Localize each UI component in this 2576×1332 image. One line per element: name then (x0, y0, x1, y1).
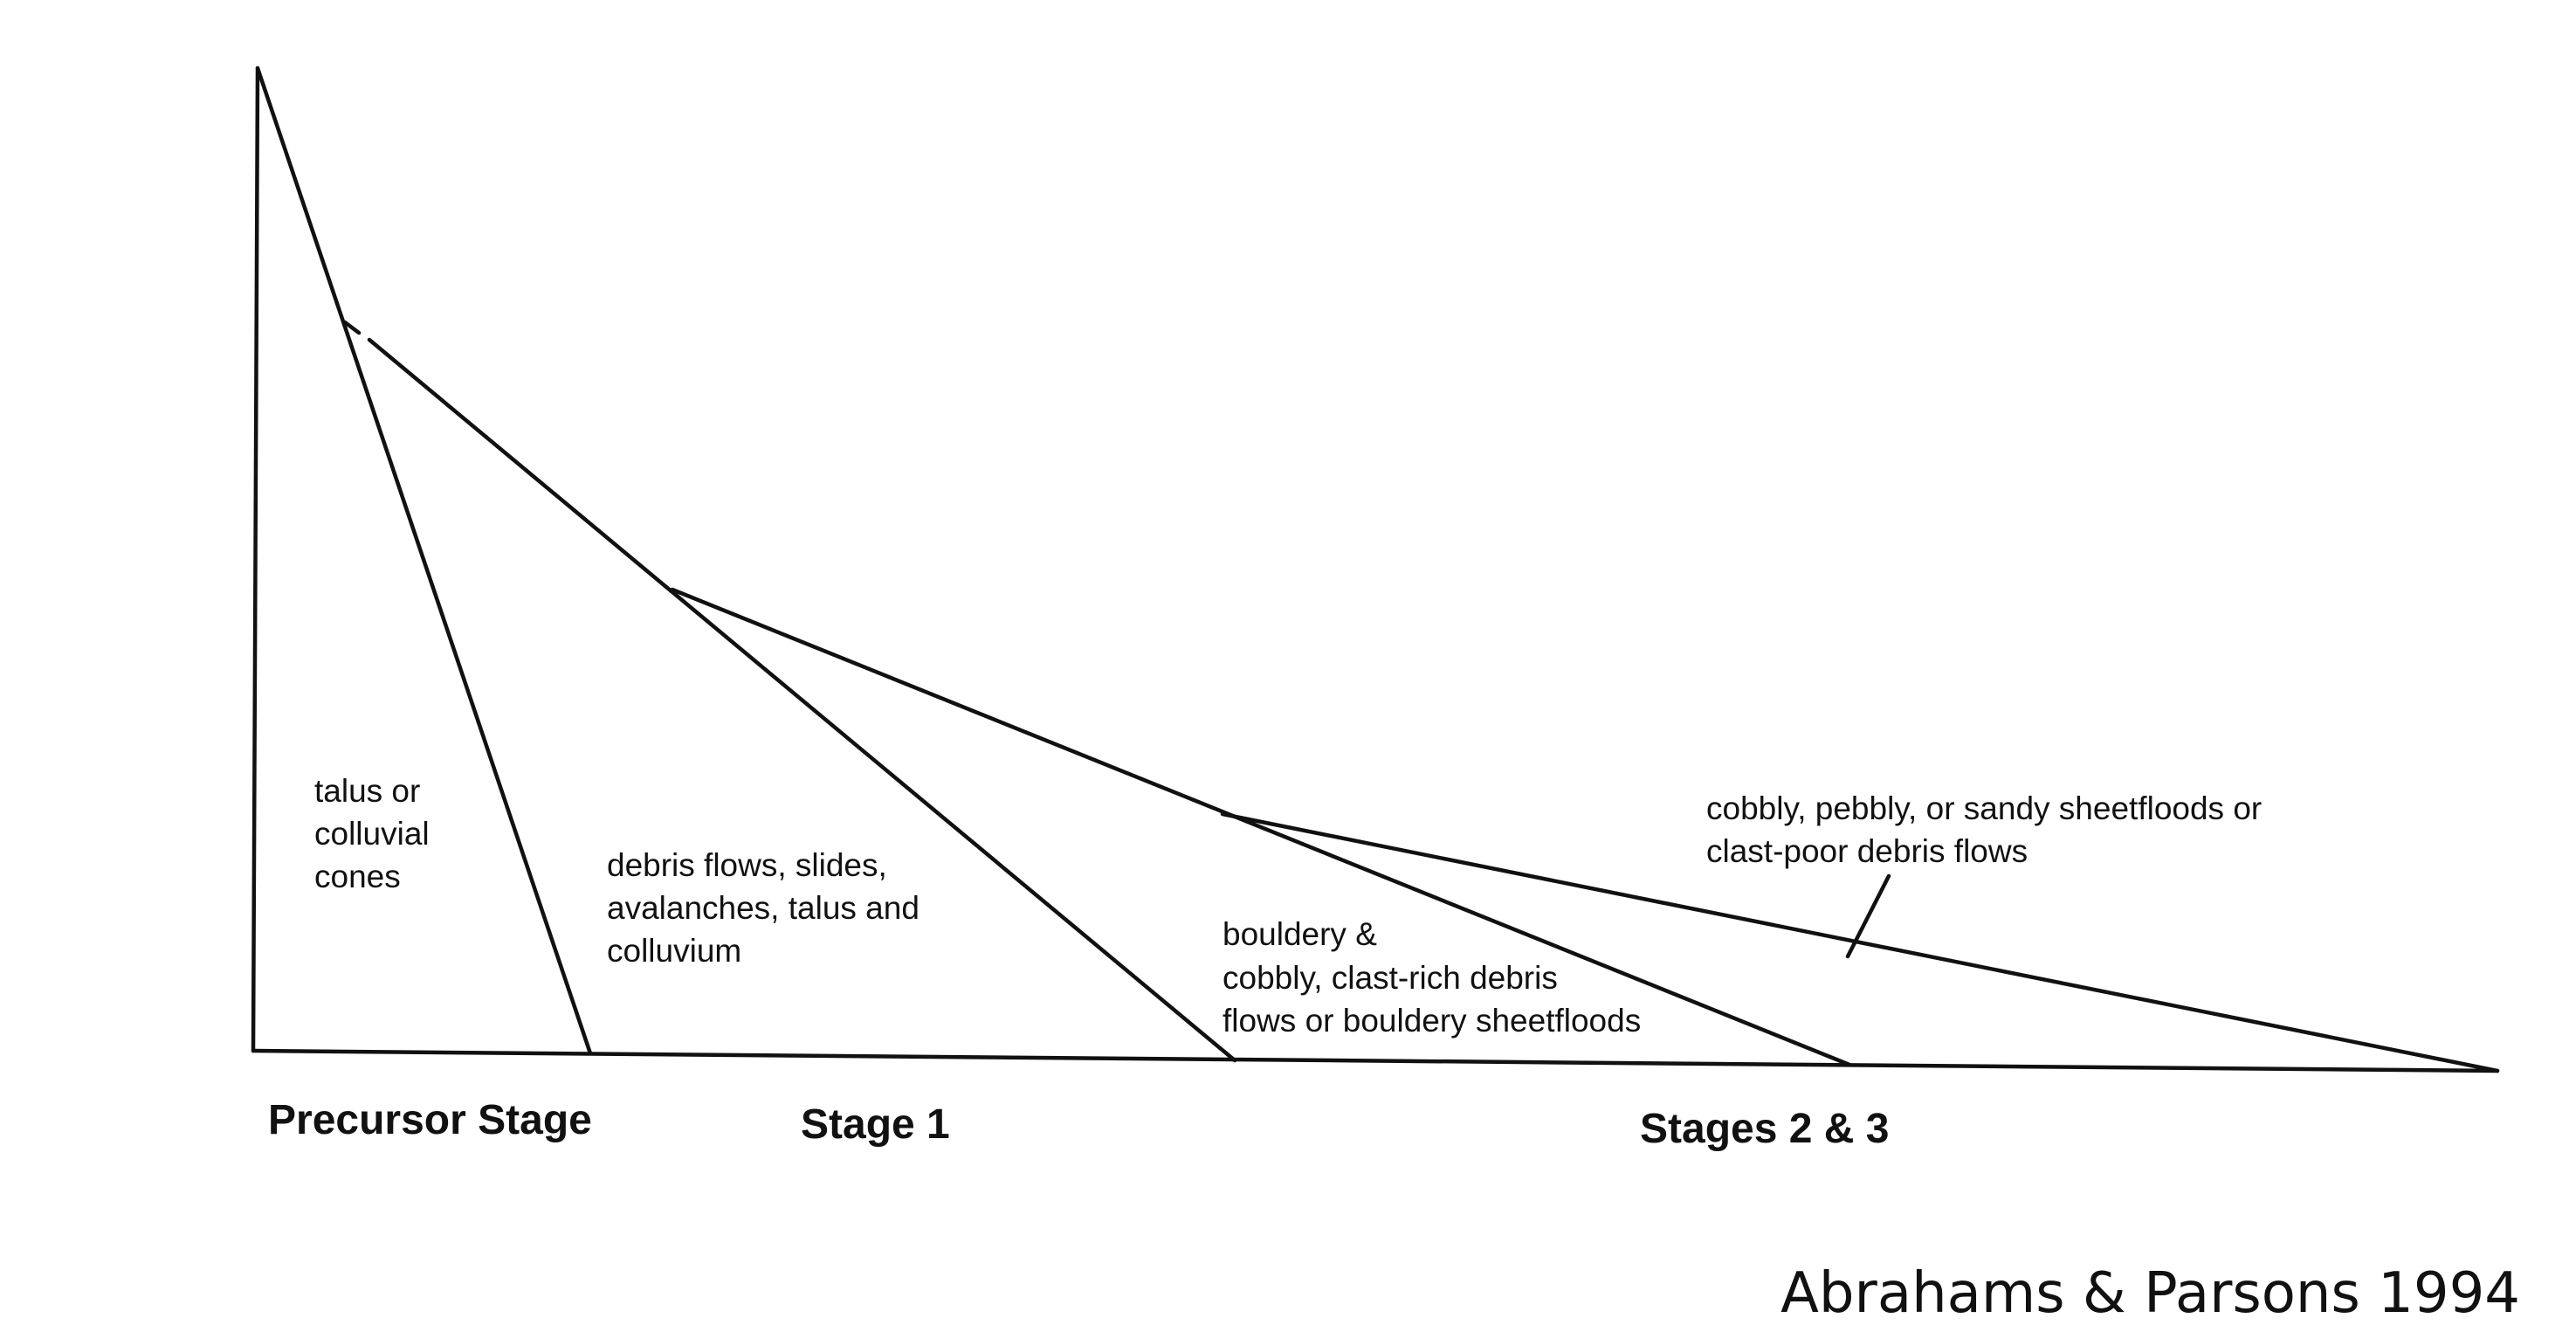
stage1-label: Stage 1 (801, 1101, 950, 1148)
sheetfloods-label: cobbly, pebbly, or sandy sheetfloods or … (1706, 790, 2271, 869)
bouldery-label: bouldery & cobbly, clast-rich debris flo… (1223, 916, 1641, 1039)
stages-2-3-label: Stages 2 & 3 (1640, 1106, 1889, 1152)
talus-label: talus or colluvial cones (314, 773, 438, 894)
citation: Abrahams & Parsons 1994 (1780, 1261, 2520, 1326)
baseline (251, 1048, 2500, 1073)
vertical-axis (251, 66, 260, 1053)
debris-flows-label: debris flows, slides, avalanches, talus … (607, 847, 928, 969)
profile-stage2 (670, 587, 1852, 1067)
profile-precursor (255, 66, 593, 1056)
profile-stage1 (367, 337, 1237, 1063)
precursor-stage-label: Precursor Stage (268, 1097, 592, 1143)
profile-stage3 (1220, 811, 2500, 1073)
profile-stage1-upper (342, 320, 362, 335)
leader-line (1845, 873, 1891, 959)
